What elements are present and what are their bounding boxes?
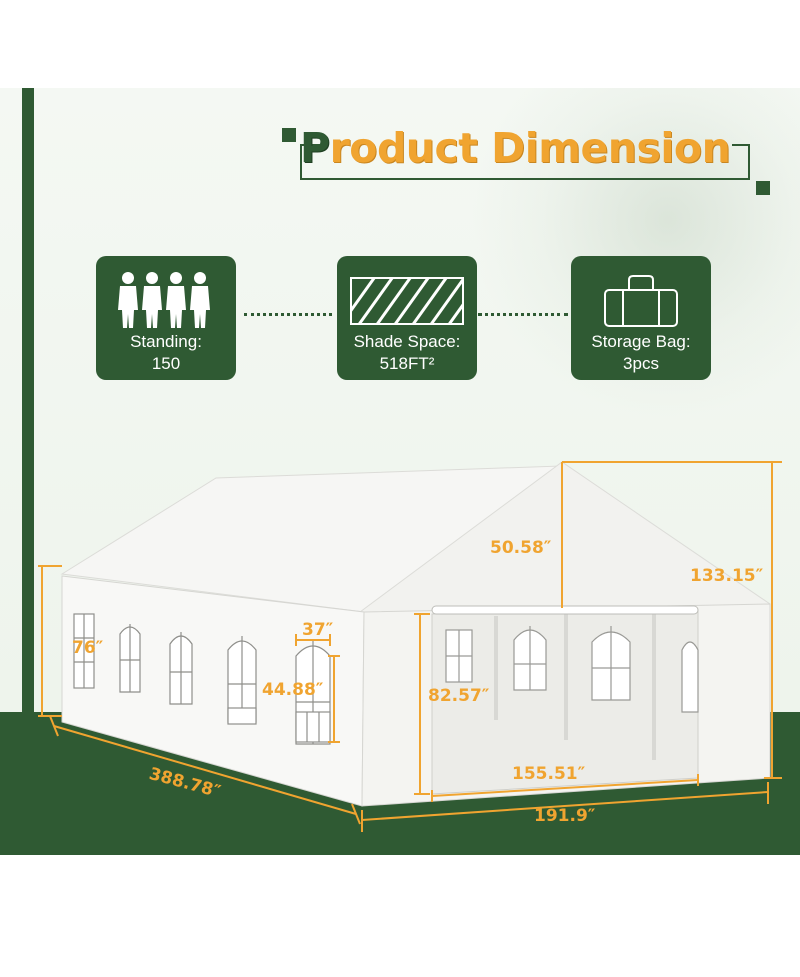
dotted-connector [244, 313, 332, 316]
dim-roof-rise: 50.58″ [490, 538, 552, 558]
title-deco-line-right-top [732, 144, 750, 146]
interior-window [681, 641, 699, 713]
title-rest: roduct Dimension [329, 124, 731, 172]
side-window-arched [169, 632, 193, 705]
feature-card-storage-bag: Storage Bag: 3pcs [571, 256, 711, 380]
feature-label-line2: 150 [151, 354, 181, 373]
dim-door-width: 155.51″ [512, 764, 586, 784]
side-window-arched [119, 624, 141, 693]
feature-label-line1: Standing: [130, 332, 202, 351]
title-deco-square-bottom [756, 181, 770, 195]
feature-label: Storage Bag: 3pcs [571, 331, 711, 375]
side-window-arched [227, 636, 257, 725]
title-deco-square-top [282, 128, 296, 142]
side-window-rect [73, 613, 95, 689]
feature-card-standing: Standing: 150 [96, 256, 236, 380]
dim-total-height: 133.15″ [690, 566, 764, 586]
feature-card-shade-space: Shade Space: 518FT² [337, 256, 477, 380]
feature-label-line1: Storage Bag: [591, 332, 691, 351]
title-deco-line-left [300, 144, 302, 180]
interior-window [513, 626, 547, 691]
title-deco-line-right [748, 144, 750, 180]
feature-label-line2: 3pcs [623, 354, 659, 373]
bottom-margin [0, 855, 800, 977]
dim-front-width: 191.9″ [534, 806, 596, 826]
feature-label-line2: 518FT² [379, 354, 435, 373]
side-window-arched [295, 640, 331, 745]
feature-label: Shade Space: 518FT² [337, 331, 477, 375]
title-deco-line-top [300, 144, 322, 146]
dim-window-width: 37″ [302, 620, 334, 640]
title-deco-line-bottom [300, 178, 750, 180]
dotted-connector [478, 313, 568, 316]
left-accent-bar [22, 88, 34, 712]
feature-label-line1: Shade Space: [353, 332, 461, 351]
title-first-letter: P [300, 124, 330, 172]
storage-bag-icon [604, 275, 678, 327]
page-title: Product Dimension [300, 118, 760, 178]
dim-side-wall-height: 76″ [72, 638, 104, 658]
feature-label: Standing: 150 [96, 331, 236, 375]
interior-window [445, 629, 473, 683]
rolled-door-tube [431, 605, 699, 615]
people-icon [118, 272, 210, 328]
dim-door-height: 82.57″ [428, 686, 490, 706]
dim-window-height: 44.88″ [262, 680, 324, 700]
interior-window [591, 626, 631, 701]
hatched-area-icon [350, 277, 464, 325]
